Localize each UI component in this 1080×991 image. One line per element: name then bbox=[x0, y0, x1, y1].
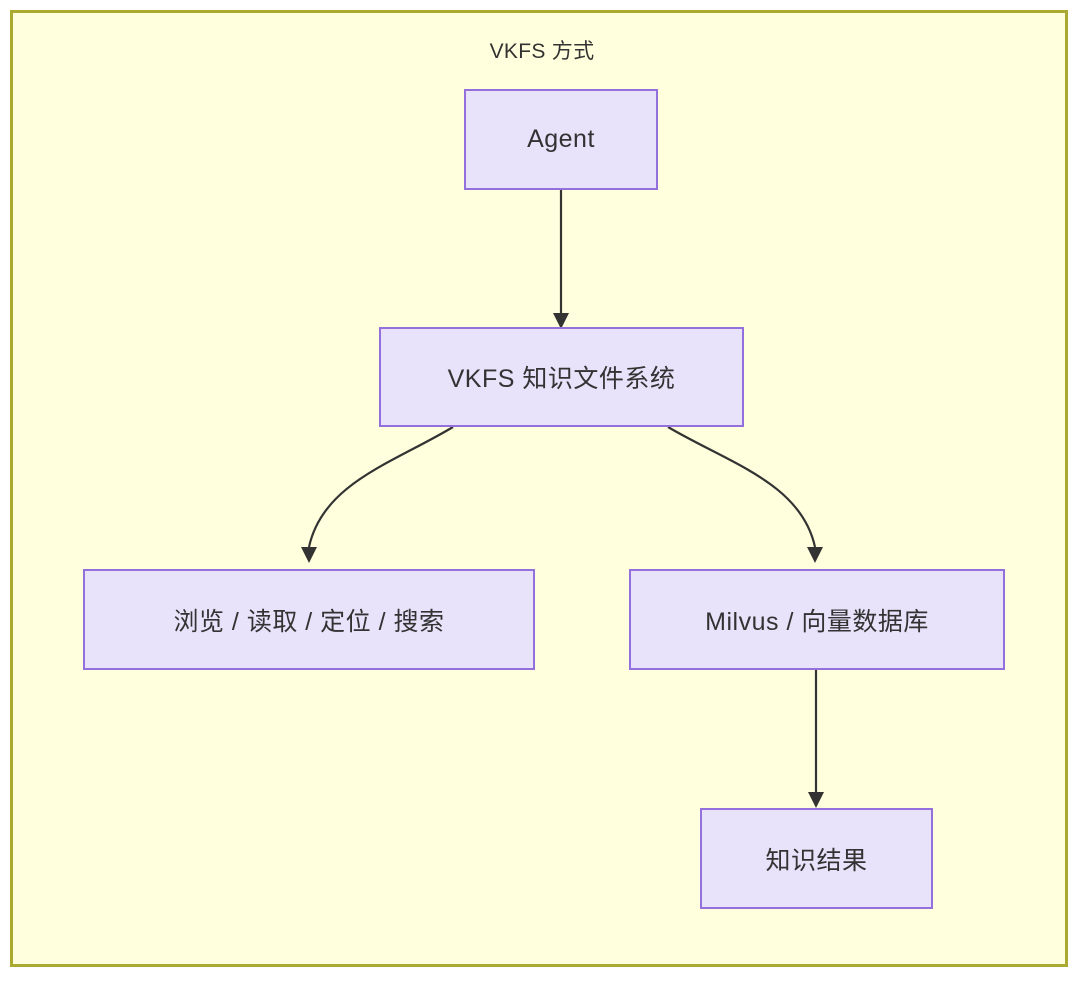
node-knowledge-result[interactable]: 知识结果 bbox=[700, 808, 933, 909]
node-milvus-vector-database[interactable]: Milvus / 向量数据库 bbox=[629, 569, 1005, 670]
edge-agent-to-vkfs bbox=[553, 190, 569, 329]
node-result-label: 知识结果 bbox=[765, 846, 868, 875]
node-vkfs-knowledge-file-system[interactable]: VKFS 知识文件系统 bbox=[379, 327, 744, 427]
node-agent[interactable]: Agent bbox=[464, 89, 658, 190]
arrowhead-icon bbox=[301, 547, 317, 563]
node-browse-read-locate-search[interactable]: 浏览 / 读取 / 定位 / 搜索 bbox=[83, 569, 535, 670]
edge-vkfs-to-browse bbox=[301, 426, 454, 563]
diagram-title: VKFS 方式 bbox=[489, 40, 595, 63]
edge-milvus-to-result bbox=[808, 670, 824, 808]
arrowhead-icon bbox=[808, 792, 824, 808]
node-browse-label: 浏览 / 读取 / 定位 / 搜索 bbox=[173, 607, 445, 636]
arrowhead-icon bbox=[807, 547, 823, 563]
edge-vkfs-to-milvus bbox=[667, 426, 823, 563]
node-vkfs-label: VKFS 知识文件系统 bbox=[447, 365, 676, 393]
node-agent-label: Agent bbox=[527, 125, 595, 153]
diagram-canvas: VKFS 方式 Agent VKFS 知识文件系统 浏览 / 读取 / 定位 /… bbox=[10, 10, 1068, 967]
node-milvus-label: Milvus / 向量数据库 bbox=[705, 607, 929, 636]
